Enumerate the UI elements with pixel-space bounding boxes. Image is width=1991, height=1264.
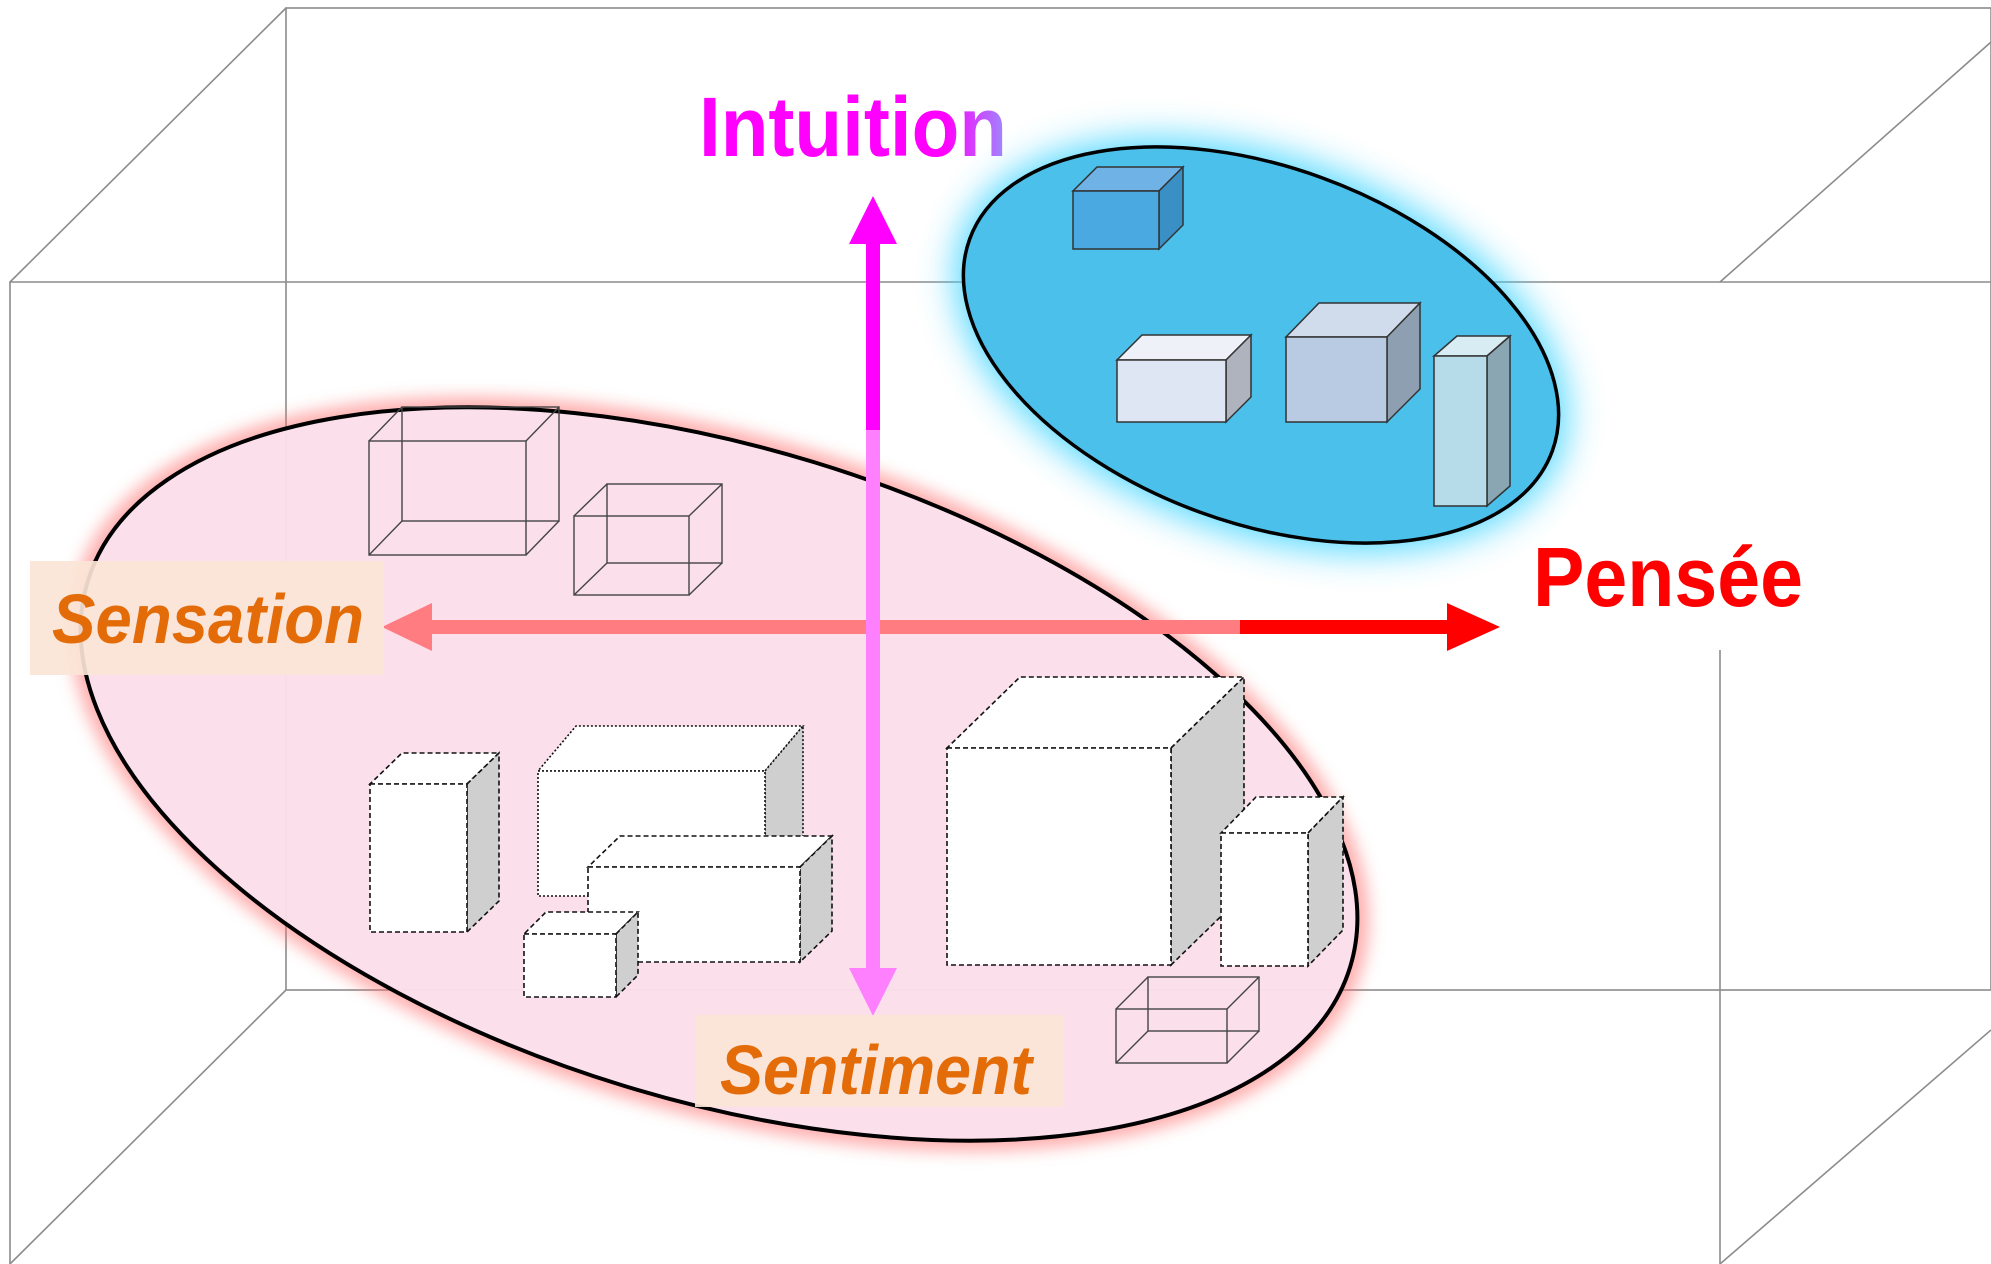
- wire-box-3: [1115, 976, 1260, 1064]
- blue-zone-boxes: [1071, 165, 1513, 508]
- pensee-label: Pensée: [1533, 530, 1803, 624]
- arrow-down-icon: [849, 968, 897, 1016]
- arrow-up-icon: [849, 196, 897, 244]
- dashed-box-large-cube: [945, 675, 1246, 967]
- connector-bottom-left: [9, 989, 287, 1264]
- connector-bottom-right: [1719, 1029, 1991, 1264]
- wire-box-2: [573, 483, 723, 596]
- horizontal-axis-arrow: [382, 603, 1500, 651]
- intuition-label: Intuition: [699, 80, 1007, 174]
- solid-box-cube: [1284, 301, 1422, 424]
- vertical-axis-arrow: [849, 196, 897, 1016]
- solid-box-tall: [1431, 334, 1513, 508]
- arrow-right-icon: [1447, 603, 1500, 651]
- solid-box-small: [1071, 165, 1185, 251]
- wireframe-boxes: [368, 406, 1260, 1064]
- connector-top-right: [1719, 41, 1991, 283]
- dashed-boxes: [368, 675, 1345, 999]
- dashed-box-right: [1219, 795, 1345, 968]
- connector-top-left: [9, 7, 287, 283]
- sentiment-label: Sentiment: [720, 1031, 1034, 1109]
- wire-box-1: [368, 406, 560, 556]
- solid-box-wide: [1115, 333, 1253, 424]
- dashed-box-tall-left: [368, 751, 501, 934]
- dashed-box-small: [522, 910, 640, 999]
- dashed-box-middle: [586, 834, 834, 964]
- arrow-left-icon: [382, 603, 432, 651]
- sensation-label-bg: [30, 561, 384, 675]
- sentiment-label-bg: [695, 1015, 1063, 1107]
- sensation-label: Sensation: [52, 580, 364, 658]
